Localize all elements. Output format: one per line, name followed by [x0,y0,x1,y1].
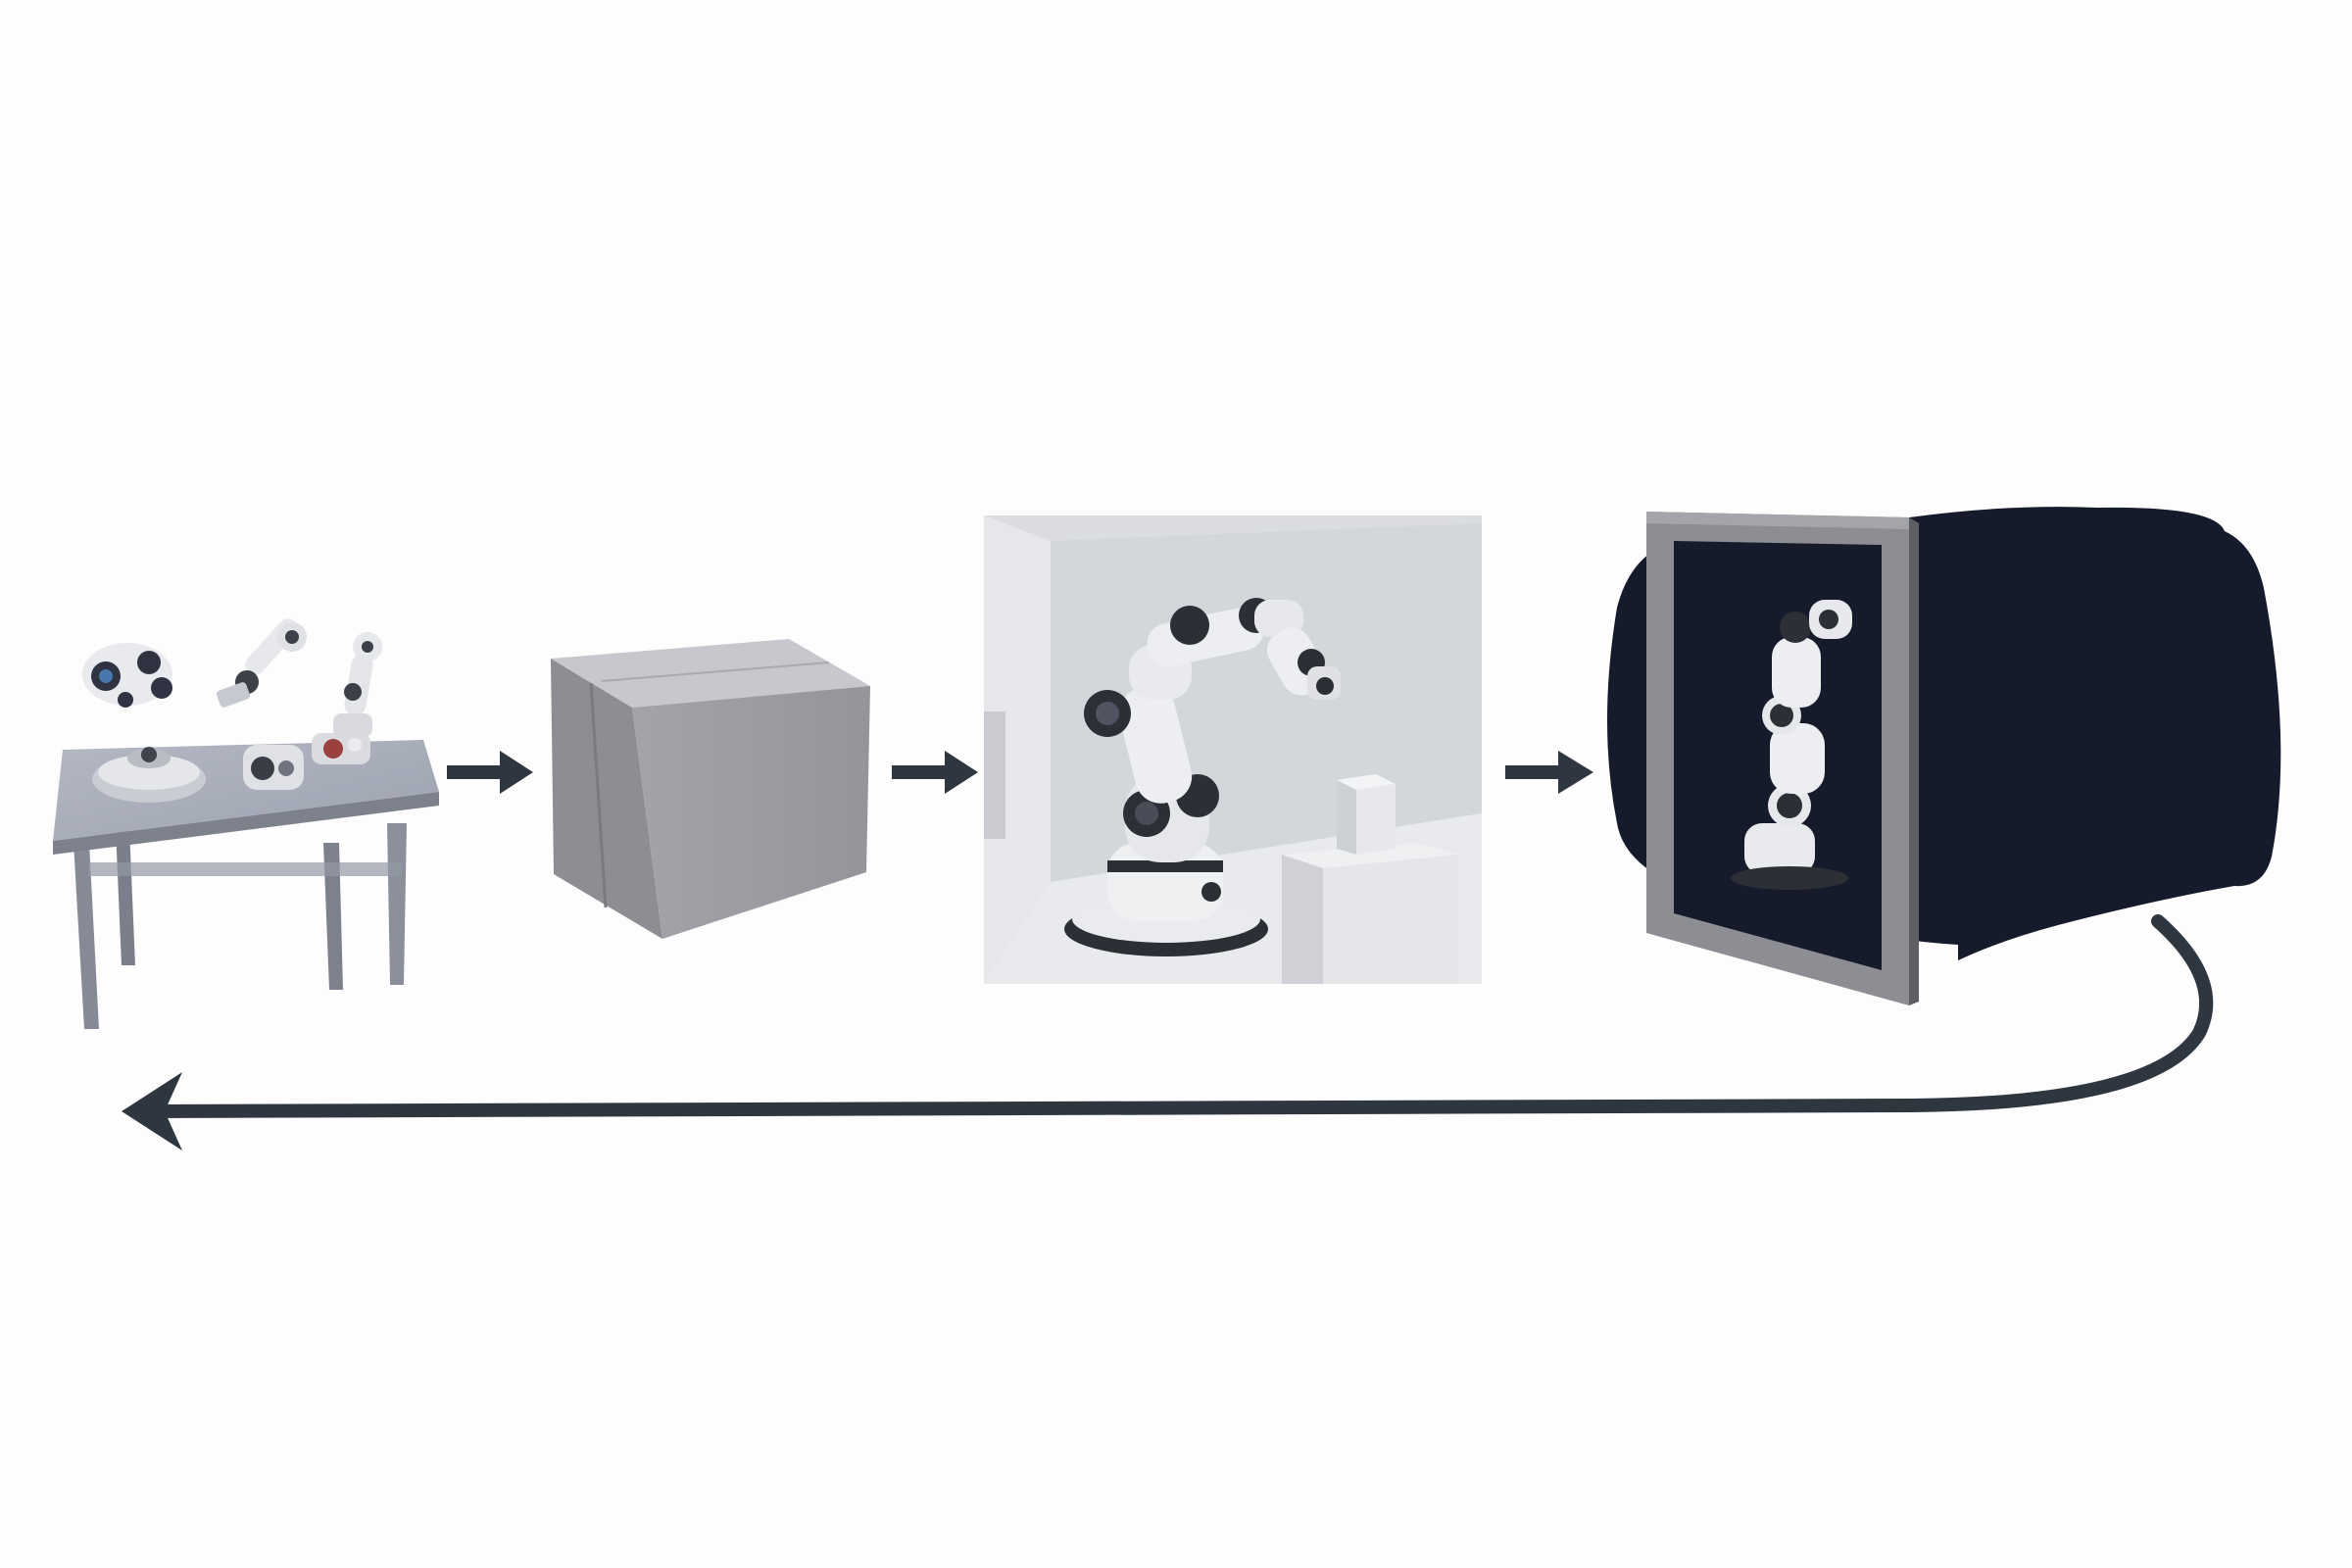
robot-base-part [92,747,206,803]
pedestal-with-cube [1282,774,1458,984]
arrow-3-to-4 [1505,751,1593,794]
arrow-1-to-2 [447,751,533,794]
floating-arm-part-2 [333,632,382,737]
stage-4-frame [1607,507,2281,1005]
table-legs [74,823,407,1029]
robot-through-opening [1731,600,1852,890]
arrow-2-to-3 [892,751,978,794]
stage-1-robot-parts-table [53,618,439,1029]
return-arrow-4-to-1 [122,914,2214,1151]
box-front [632,686,870,939]
robot-arm [1064,598,1341,956]
stage-3-robot-room [984,515,1482,984]
motor-part [312,733,370,764]
stage-2-box [551,639,870,939]
floating-arm-part-1 [217,618,307,708]
box-left-side [551,659,662,939]
floating-head-part [82,643,172,708]
box-top [551,639,870,708]
gripper-part [243,745,304,790]
